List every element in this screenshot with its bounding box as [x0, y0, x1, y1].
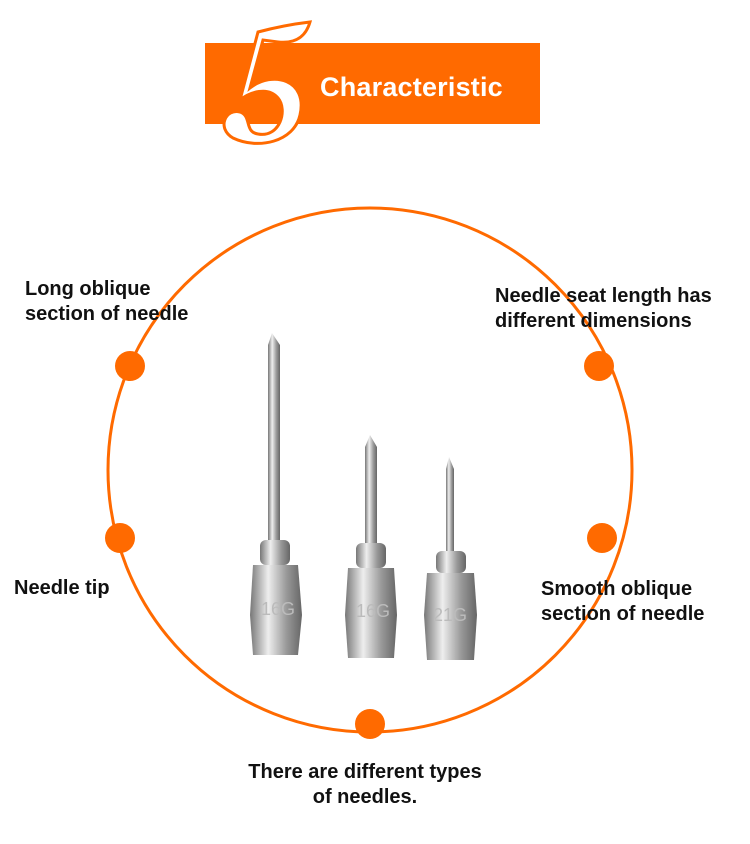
feature-dot [105, 523, 135, 553]
feature-dot [587, 523, 617, 553]
svg-text:21G: 21G [433, 605, 467, 625]
feature-dot [355, 709, 385, 739]
svg-text:16G: 16G [261, 599, 295, 619]
feature-dot [115, 351, 145, 381]
svg-text:16G: 16G [356, 601, 390, 621]
feature-label-seat-length: Needle seat length has different dimensi… [495, 285, 712, 332]
feature-label-long-oblique: Long oblique section of needle [25, 278, 189, 325]
feature-label-types: There are different types of needles. [248, 761, 482, 808]
feature-label-smooth-oblique: Smooth oblique section of needle [541, 578, 705, 625]
feature-label-needle-tip: Needle tip [14, 577, 110, 599]
page-title: Characteristic [320, 72, 503, 102]
number-five-icon [222, 20, 313, 145]
needles-image: 16G 16G 21G [250, 333, 477, 660]
feature-dot [584, 351, 614, 381]
